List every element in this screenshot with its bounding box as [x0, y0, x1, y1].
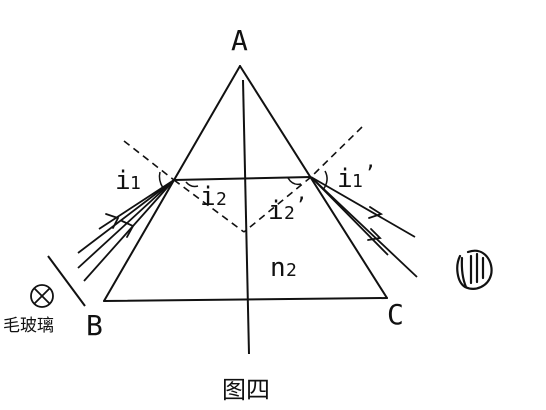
- incident-arrows: [105, 213, 135, 238]
- angle-label-i2-prime: i 2 ’: [268, 193, 307, 226]
- normals: [123, 126, 363, 233]
- emergent-ray: [310, 176, 418, 278]
- emergent-ray: [310, 176, 416, 238]
- refractive-index-label: n 2: [270, 253, 297, 283]
- angle-arc-i1-prime: [322, 170, 328, 191]
- prism-base-bc: [103, 297, 388, 302]
- normal-left-inside: [173, 179, 245, 233]
- angle-label-i1-prime-sub: 1: [352, 171, 363, 192]
- angle-marks: [158, 170, 328, 191]
- figure-caption: 图四: [222, 376, 270, 404]
- angle-label-i1-sub: 1: [130, 173, 141, 194]
- vertex-a-label: A: [231, 24, 248, 57]
- angle-label-i2: i 2: [200, 182, 227, 212]
- normal-right-inside: [243, 176, 312, 233]
- incident-ray: [98, 179, 175, 230]
- angle-label-i1-prime-mark: ’: [364, 161, 376, 185]
- angle-label-i1-main: i: [115, 166, 131, 196]
- symmetry-axis: [242, 79, 250, 355]
- eye-icon: [456, 249, 493, 290]
- prism-face-ac: [239, 65, 388, 299]
- ground-glass-label: 毛玻璃: [3, 316, 54, 336]
- angle-arc-i2-prime: [287, 177, 302, 186]
- angle-label-i1-prime-main: i: [337, 164, 353, 194]
- angle-label-i2-prime-mark: ’: [295, 193, 307, 217]
- vertex-c-label: C: [387, 298, 404, 331]
- angle-label-i1: i 1: [115, 166, 141, 196]
- incident-ray: [83, 179, 175, 282]
- angle-label-i2-main: i: [200, 182, 216, 212]
- ground-glass-source-icon: [30, 284, 54, 308]
- normal-left-outside: [123, 140, 175, 181]
- incident-arrowhead: [121, 220, 135, 238]
- angle-arc-i1: [158, 171, 164, 189]
- emergent-arrowhead: [367, 228, 382, 241]
- incident-ray: [77, 179, 175, 254]
- refractive-index-main: n: [270, 253, 286, 283]
- angle-arc-i2: [185, 181, 199, 188]
- incident-ray: [77, 179, 175, 269]
- angle-label-i2-sub: 2: [216, 189, 227, 210]
- ground-glass-plate: [47, 255, 86, 307]
- emergent-arrows: [367, 206, 384, 241]
- incident-arrowhead: [105, 213, 120, 229]
- internal-ray: [173, 176, 312, 181]
- emergent-arrowhead: [368, 206, 384, 219]
- angle-label-i2-prime-sub: 2: [284, 203, 295, 224]
- vertex-b-label: B: [86, 309, 103, 342]
- refractive-index-sub: 2: [286, 260, 297, 281]
- incident-rays: [77, 179, 175, 282]
- angle-label-i1-prime: i 1 ’: [337, 161, 376, 194]
- angle-label-i2-prime-main: i: [268, 196, 284, 226]
